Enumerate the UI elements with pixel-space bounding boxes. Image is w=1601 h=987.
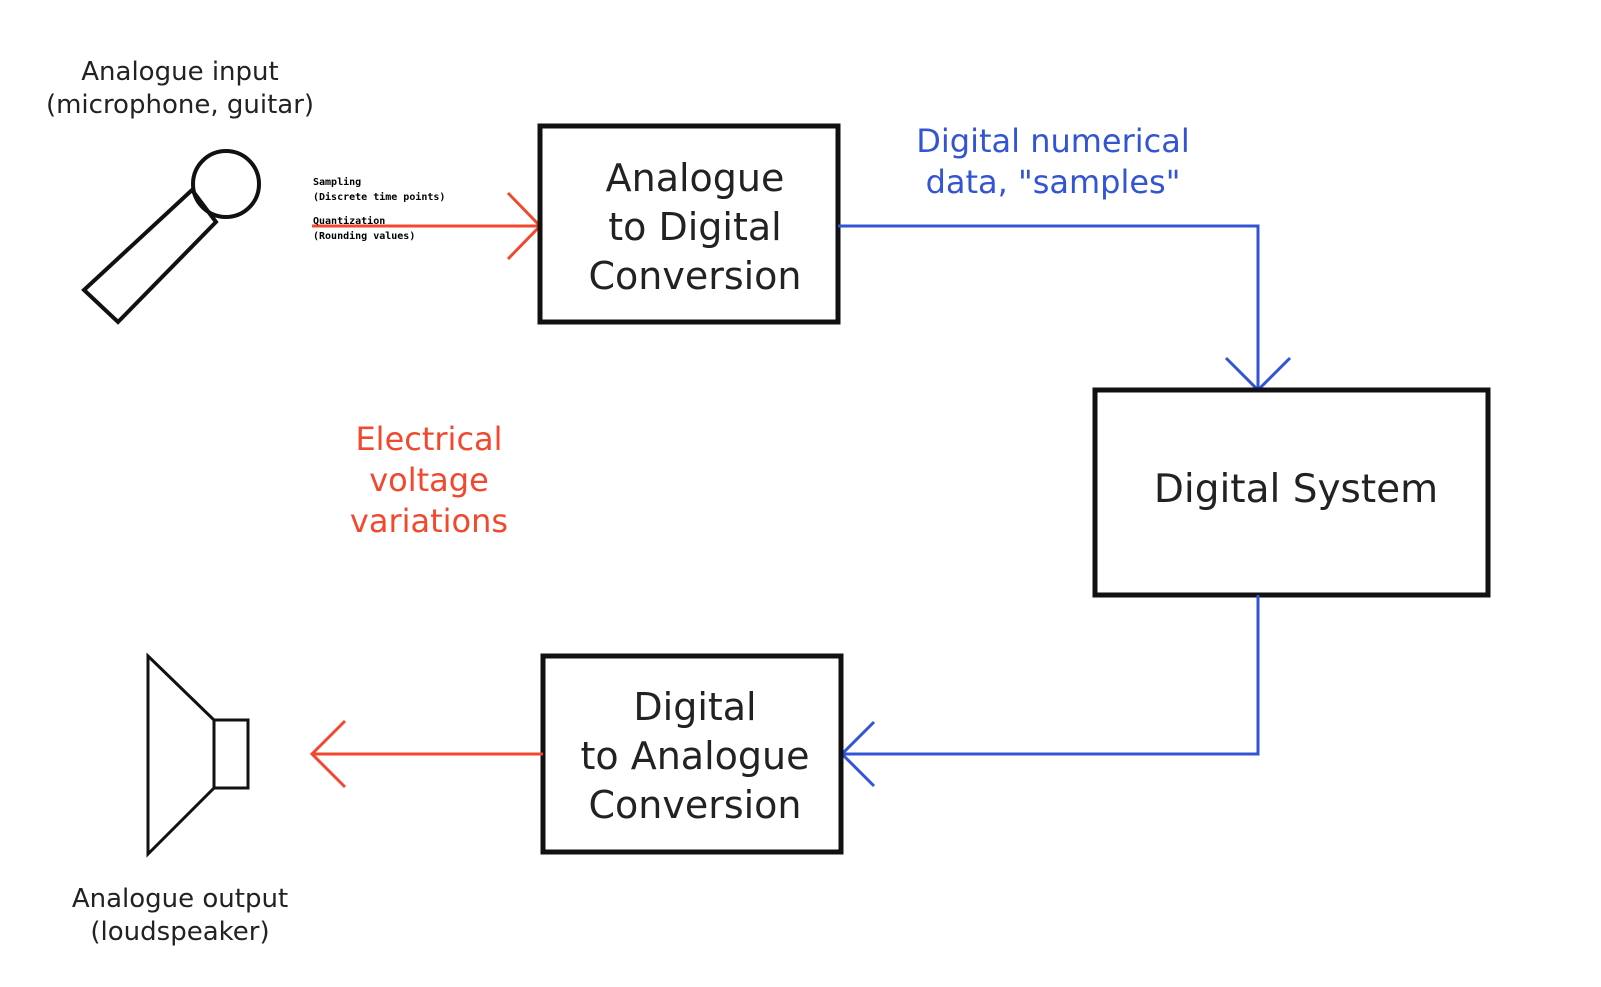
analogue-output-arrow	[309, 719, 543, 789]
output-label-line2: (loudspeaker)	[90, 917, 269, 947]
digital-data-label-line2: data, "samples"	[926, 163, 1181, 201]
adc-note-quantization-detail: (Rounding values)	[313, 230, 415, 242]
dac-box-line2: to Analogue	[581, 734, 810, 778]
voltage-label-line3: variations	[350, 502, 508, 540]
adc-box-line2: to Digital	[608, 205, 781, 249]
adc-box-line1: Analogue	[606, 156, 785, 200]
microphone-icon	[81, 149, 261, 325]
dac-box-line1: Digital	[633, 685, 756, 729]
output-label-line1: Analogue output	[72, 884, 288, 914]
dac-box-line3: Conversion	[588, 783, 801, 827]
loudspeaker-icon	[146, 652, 250, 858]
digital-data-arrow-down	[838, 224, 1292, 393]
adc-note-sampling: Sampling	[313, 176, 361, 188]
digital-data-arrow-return	[839, 595, 1260, 788]
voltage-label-line2: voltage	[369, 461, 489, 499]
voltage-label-line1: Electrical	[355, 420, 502, 458]
digital-data-label-line1: Digital numerical	[916, 122, 1190, 160]
adc-box	[537, 123, 841, 325]
input-label-line1: Analogue input	[81, 57, 278, 87]
adc-box-line3: Conversion	[588, 254, 801, 298]
dac-box	[540, 653, 844, 855]
adc-note-quantization: Quantization	[313, 215, 385, 227]
input-label-line2: (microphone, guitar)	[46, 90, 314, 120]
digital-system-box	[1092, 387, 1491, 598]
digital-system-label: Digital System	[1154, 467, 1438, 512]
adc-note-sampling-detail: (Discrete time points)	[313, 191, 445, 203]
